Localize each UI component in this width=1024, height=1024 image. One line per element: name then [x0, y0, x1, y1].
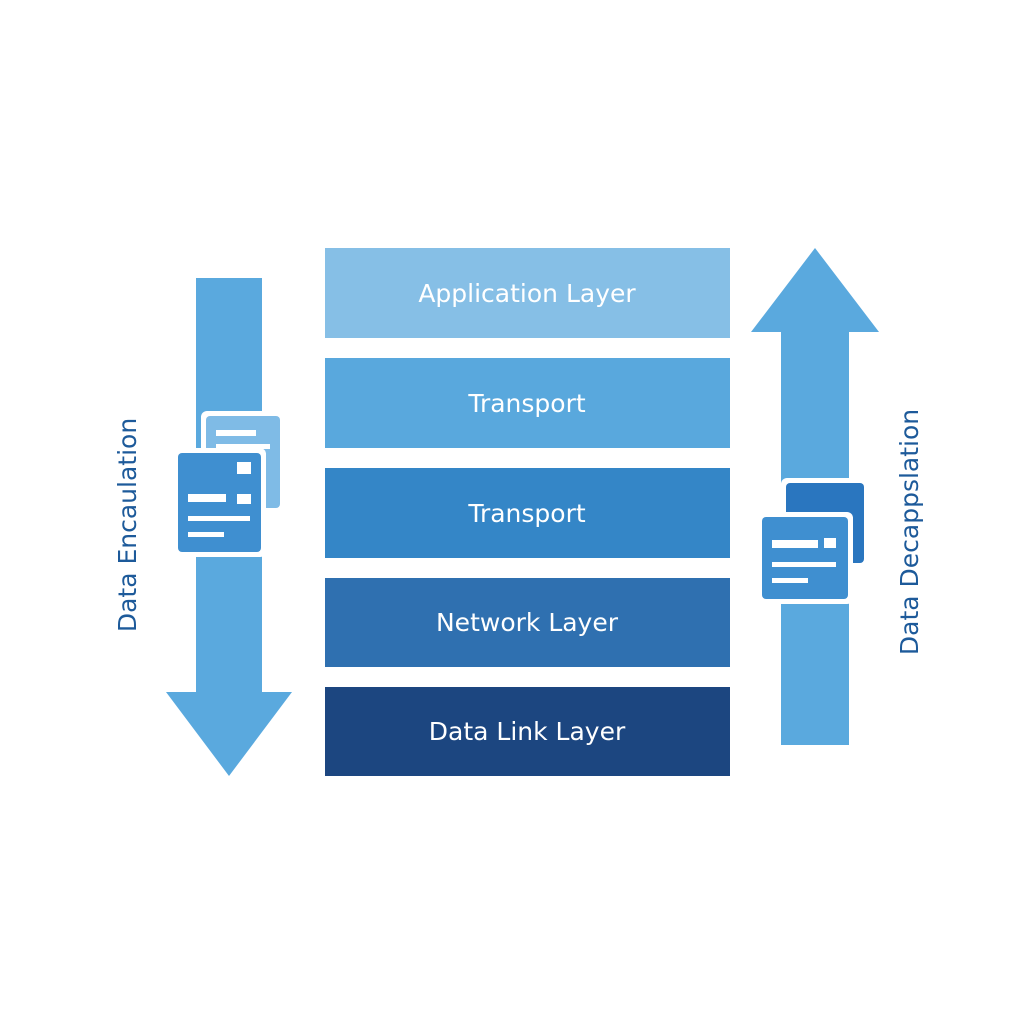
- document-front-line: [772, 540, 818, 548]
- layer-data-link-box: [325, 687, 730, 776]
- document-front-icon: [178, 453, 261, 552]
- layer-network: Network Layer: [325, 578, 730, 667]
- layer-data-link: Data Link Layer: [325, 687, 730, 776]
- document-front-line: [772, 578, 808, 583]
- layer-transport-1: Transport: [325, 358, 730, 448]
- layer-transport-1-label: Transport: [467, 389, 586, 418]
- layer-application-box: [325, 248, 730, 338]
- document-back-line: [216, 430, 256, 436]
- layer-transport-2: Transport: [325, 468, 730, 558]
- layer-application: Application Layer: [325, 248, 730, 338]
- layer-transport-1-box: [325, 358, 730, 448]
- document-front-block: [237, 494, 251, 504]
- document-front-icon: [762, 517, 848, 599]
- layer-data-link-label: Data Link Layer: [429, 717, 626, 746]
- layer-transport-2-box: [325, 468, 730, 558]
- document-front-block: [237, 462, 251, 474]
- document-front-line: [188, 532, 224, 537]
- decapsulation-document-stack-icon: [757, 478, 869, 604]
- document-front-line: [188, 494, 226, 502]
- layer-network-box: [325, 578, 730, 667]
- document-front-block: [824, 538, 836, 548]
- document-front-line: [188, 516, 250, 521]
- decapsulation-label: Data Decappslation: [895, 409, 924, 655]
- document-front-line: [772, 562, 836, 567]
- layer-transport-2-label: Transport: [467, 499, 586, 528]
- layer-application-label: Application Layer: [418, 279, 636, 308]
- layer-stack: Application Layer Transport Transport Ne…: [325, 248, 730, 776]
- encapsulation-document-stack-icon: [173, 411, 285, 557]
- document-back-line: [216, 444, 270, 449]
- layer-network-label: Network Layer: [436, 608, 619, 637]
- encapsulation-label: Data Encaulation: [113, 418, 142, 632]
